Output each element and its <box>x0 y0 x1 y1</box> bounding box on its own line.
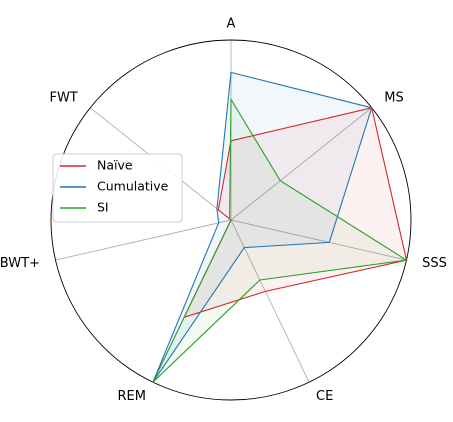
axis-labels: A MS SSS CE REM BWT+ FWT <box>0 17 447 405</box>
axis-label: A <box>227 17 236 32</box>
series-line-0 <box>183 107 408 319</box>
axis-label: BWT+ <box>0 256 40 271</box>
legend-label: Naïve <box>97 158 133 173</box>
series-fill-0 <box>184 107 407 318</box>
series-fill-1 <box>152 72 372 383</box>
spoke-ms <box>230 107 373 221</box>
series-line-1 <box>152 71 373 383</box>
legend-label: SI <box>97 200 109 215</box>
axis-label: SSS <box>422 256 447 271</box>
legend-frame <box>52 153 183 223</box>
series-fills <box>152 72 407 383</box>
axis-label: REM <box>117 389 145 404</box>
series-line-2 <box>152 97 409 383</box>
series-fill-2 <box>152 99 407 383</box>
spoke-bwt <box>55 219 232 261</box>
spoke-ce <box>230 219 310 383</box>
axis-label: MS <box>384 90 403 105</box>
spoke-sss <box>230 219 407 261</box>
outer-frame <box>50 39 412 401</box>
legend-label: Cumulative <box>97 179 169 194</box>
axis-label: FWT <box>49 90 77 105</box>
axis-label: CE <box>316 389 333 404</box>
series-lines <box>152 71 409 383</box>
